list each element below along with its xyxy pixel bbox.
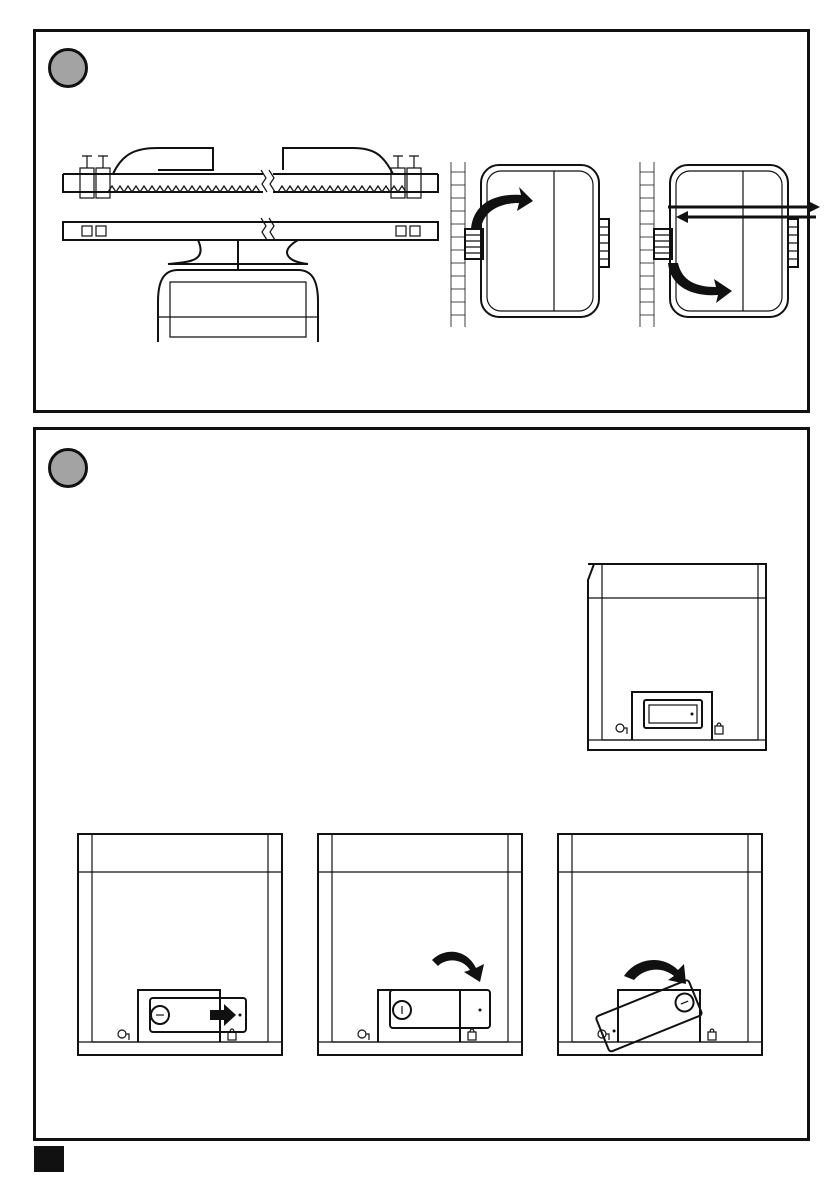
step-1-badge	[48, 48, 88, 88]
key-lock-icon	[616, 724, 627, 734]
motor-front-view-closed	[584, 560, 776, 760]
step-2-panel	[33, 427, 810, 1141]
key-lock-icon	[358, 1030, 369, 1040]
rotate-arrow-icon	[432, 952, 484, 982]
motor-housing-top-view	[158, 240, 318, 342]
rotate-arrow-icon	[668, 263, 732, 303]
step-1-panel	[33, 29, 810, 413]
pinion-engage-illustration	[439, 157, 614, 332]
padlock-icon	[228, 1029, 236, 1040]
padlock-icon	[708, 1029, 716, 1040]
rack-assembly-illustration	[58, 142, 443, 342]
slide-arrow-icon	[210, 1004, 236, 1026]
padlock-icon	[468, 1029, 476, 1040]
rotate-arrow-icon	[624, 960, 686, 984]
key-lock-icon	[118, 1030, 129, 1040]
release-step-unlock	[74, 830, 286, 1060]
page-corner-mark	[34, 1146, 64, 1172]
step-2-badge	[48, 448, 88, 488]
release-step-lift	[314, 830, 526, 1060]
pinion-release-illustration	[628, 157, 828, 332]
release-step-rotate	[554, 830, 766, 1060]
padlock-icon	[715, 723, 723, 734]
